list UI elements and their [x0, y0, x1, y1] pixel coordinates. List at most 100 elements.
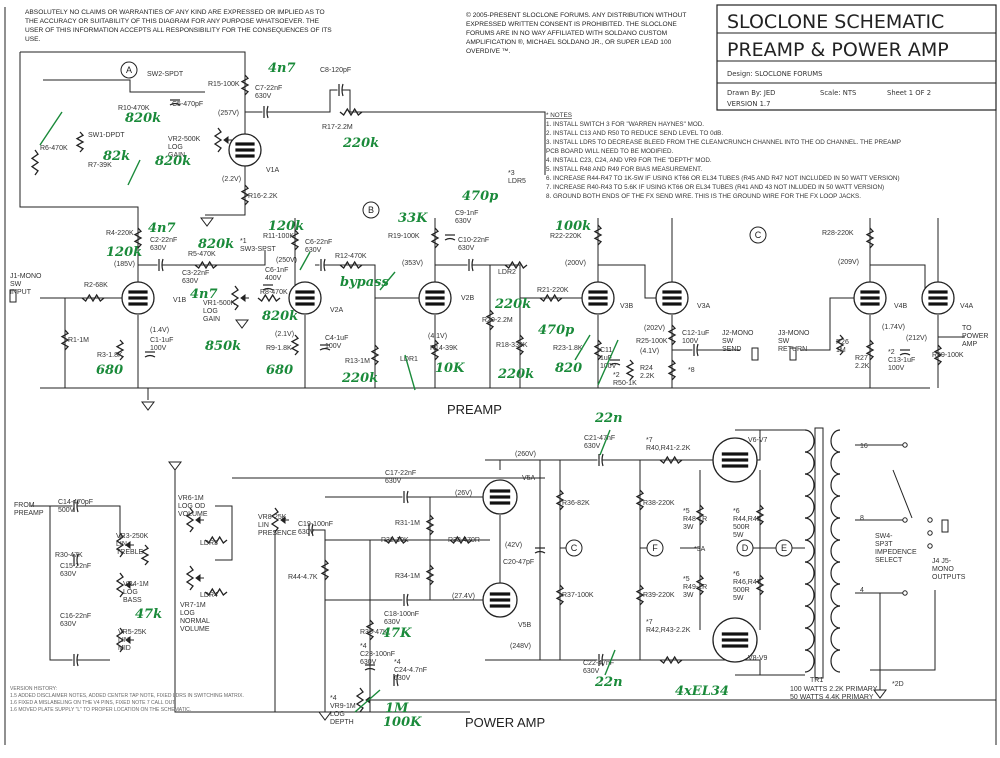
resistor-symbol	[185, 507, 195, 533]
capacitor-symbol	[899, 352, 911, 356]
component-label-r19: R19-100K	[388, 233, 420, 240]
component-label-r39: R39-220K	[643, 592, 675, 599]
component-label-r35: R35-47K	[360, 629, 388, 636]
note-item: 8. GROUND BOTH ENDS OF THE FX SEND WIRE.…	[546, 193, 861, 200]
potentiometer-wiper	[280, 516, 289, 524]
component-label-vr4: VR4-1M	[123, 581, 149, 588]
component-label-r37: R37-100K	[562, 592, 594, 599]
tube-electrode	[425, 296, 445, 300]
resistor-symbol	[81, 293, 105, 303]
component-label-r48: R48-1R	[683, 516, 707, 523]
tube-electrode	[662, 290, 682, 294]
component-label-c17: C17-22nF	[385, 470, 416, 477]
component-label-to_power: AMP	[962, 341, 978, 348]
resistor-symbol	[320, 559, 330, 581]
capacitor-symbol	[144, 354, 156, 358]
component-label-c4: 100V	[325, 343, 342, 350]
component-label-r23: R23-1.8K	[553, 345, 583, 352]
component-label-r24: R24	[640, 365, 653, 372]
resistor-symbol	[230, 285, 240, 311]
resistor-symbol	[555, 489, 565, 511]
resistor-symbol	[933, 344, 943, 366]
component-label-from_preamp: FROM	[14, 502, 35, 509]
copyright-line: AMPLIFICATION ®, MICHAEL SOLDANO JR., OR…	[466, 38, 672, 46]
handwritten-strike	[299, 251, 311, 271]
resistor-symbol	[695, 504, 705, 526]
component-label-r6: R6-470K	[40, 145, 68, 152]
resistor-symbol	[115, 532, 125, 558]
component-label-r44b: 500R	[733, 524, 750, 531]
component-label-c10: C10-22nF	[458, 237, 489, 244]
handwritten-note: 680	[266, 363, 293, 378]
component-label-sw3: *1	[240, 238, 247, 245]
tube-electrode	[662, 296, 682, 300]
component-label-r2: R2-68K	[84, 282, 108, 289]
component-label-c6b: C6-1nF	[265, 267, 288, 274]
component-label-n2d: *2D	[892, 681, 904, 688]
capacitor-symbol	[262, 287, 274, 291]
disclaimer-line: THE ACCURACY OR SUITABILITY OF THIS DIAG…	[25, 18, 320, 25]
note-item: 7. INCREASE R40-R43 TO 5.6K IF USING KT6…	[546, 184, 884, 191]
resistor-symbol	[625, 359, 635, 381]
copyright-line: © 2005-PRESENT SLOCLONE FORUMS. ANY DIST…	[466, 11, 686, 19]
resistor-symbol	[755, 574, 765, 596]
component-label-c2: C2-22nF	[150, 237, 177, 244]
component-label-sw1: SW1-DPDT	[88, 132, 125, 139]
component-label-c1: 100V	[150, 345, 167, 352]
component-label-r27: R27	[855, 355, 868, 362]
tube-electrode	[588, 302, 608, 306]
component-label-c11: 100V	[600, 363, 617, 370]
component-label-c7: 630V	[255, 93, 272, 100]
component-label-vr8: LIN	[258, 522, 269, 529]
component-label-r15: R15-100K	[208, 81, 240, 88]
disclaimer-line: USE.	[25, 36, 41, 43]
tube-electrode	[721, 464, 749, 468]
component-label-to_power: POWER	[962, 333, 988, 340]
resistor-symbol	[430, 339, 440, 361]
handwritten-note: 1M	[385, 701, 409, 716]
tube-electrode	[928, 290, 948, 294]
component-label-r50: *2	[613, 372, 620, 379]
component-label-vr2: VR2-500K	[168, 136, 201, 143]
resistor-symbol	[115, 572, 125, 598]
wire	[485, 430, 761, 461]
component-label-j1: INPUT	[10, 289, 32, 296]
notes-heading: * NOTES	[546, 112, 572, 119]
component-label-tap8: 8	[860, 515, 864, 522]
tube-electrode	[721, 644, 749, 648]
component-label-r24: 2.2K	[640, 373, 655, 380]
handwritten-note: 22n	[594, 411, 623, 426]
capacitor-symbol	[406, 490, 409, 504]
resistor-symbol	[425, 564, 435, 586]
component-label-r7: R7-39K	[88, 162, 112, 169]
resistor-symbol	[75, 131, 85, 153]
tube-electrode	[860, 302, 880, 306]
component-label-ldr1: LDR1	[400, 356, 418, 363]
wire	[870, 590, 936, 671]
component-label-vr3: TREBLE	[116, 549, 144, 556]
tube-label: V1A	[266, 167, 280, 174]
svg-text:D: D	[742, 543, 749, 553]
handwritten-strike	[597, 339, 619, 386]
component-label-c11: C11	[600, 347, 612, 354]
component-label-tap16: 16	[860, 443, 868, 450]
component-label-r42: R42,R43-2.2K	[646, 627, 691, 634]
capacitor-symbol	[696, 343, 699, 357]
connector-f: F	[646, 539, 664, 557]
component-label-r49: *5	[683, 576, 690, 583]
handwritten-strike	[604, 649, 616, 676]
component-label-r8: R8-470K	[260, 289, 288, 296]
component-label-v174: (1.74V)	[882, 324, 905, 331]
resistor-symbol	[213, 127, 223, 153]
handwritten-note: bypass	[340, 275, 389, 290]
switch-contact	[902, 442, 908, 448]
component-label-vr8: PRESENCE	[258, 530, 297, 537]
component-label-c12: 100V	[682, 338, 699, 345]
handwritten-note: 220k	[494, 297, 531, 312]
component-label-c22: C22-47nF	[583, 660, 614, 667]
tube-electrode	[928, 296, 948, 300]
component-label-c23: *4	[360, 643, 367, 650]
component-label-vr1: GAIN	[203, 316, 220, 323]
handwritten-strike	[404, 354, 416, 391]
component-label-c19: C19-100nF	[298, 521, 333, 528]
